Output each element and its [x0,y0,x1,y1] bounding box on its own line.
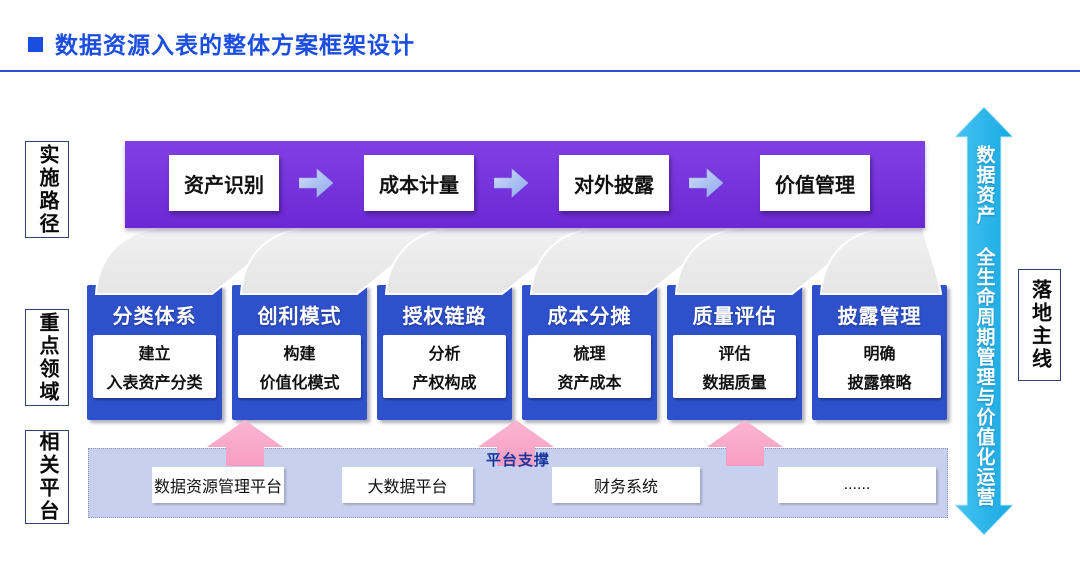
platform-item-data-resource-mgmt: 数据资源管理平台 [152,467,284,503]
key-area-detail: 梳理 资产成本 [528,335,651,398]
right-arrow-icon [299,168,333,198]
up-arrow-icon [207,420,283,466]
step-value-management: 价值管理 [760,155,870,211]
key-area-detail: 建立 入表资产分类 [93,335,216,398]
key-area-title: 分类体系 [112,306,197,328]
step-cost-measurement: 成本计量 [364,155,474,211]
key-area-line1: 构建 [283,346,316,363]
row-label-implementation-path: 实施路径 [25,141,69,238]
row-label-text: 相关平台 [36,431,58,523]
key-area-card-classification: 分类体系 建立 入表资产分类 [87,285,222,420]
right-arrow-icon [689,168,723,198]
title-divider [0,70,1080,72]
key-area-line1: 评估 [718,346,751,363]
key-area-card-cost-allocation: 成本分摊 梳理 资产成本 [522,285,657,420]
key-area-card-quality-assessment: 质量评估 评估 数据质量 [667,285,802,420]
key-area-card-authorization-chain: 授权链路 分析 产权构成 [377,285,512,420]
key-area-card-profit-model: 创利模式 构建 价值化模式 [232,285,367,420]
platform-item-big-data: 大数据平台 [342,467,473,503]
key-area-title: 披露管理 [837,306,922,328]
key-area-title: 质量评估 [692,306,777,328]
key-area-line2: 产权构成 [412,375,477,392]
lifecycle-double-arrow [955,107,1013,535]
step-external-disclosure: 对外披露 [559,155,669,211]
key-area-line2: 入表资产分类 [106,375,203,392]
key-area-line2: 数据质量 [702,375,767,392]
page-title: 数据资源入表的整体方案框架设计 [55,32,415,58]
row-label-key-areas: 重点领域 [25,309,69,406]
step-asset-identification: 资产识别 [169,155,279,211]
key-area-line1: 梳理 [573,346,606,363]
key-area-line2: 价值化模式 [259,375,340,392]
key-area-detail: 构建 价值化模式 [238,335,361,398]
key-area-line1: 明确 [863,346,896,363]
up-arrow-icon [707,420,783,466]
key-area-line2: 披露策略 [847,375,912,392]
key-area-detail: 分析 产权构成 [383,335,506,398]
row-label-text: 重点领域 [36,311,58,404]
key-area-line1: 分析 [428,346,461,363]
key-area-line1: 建立 [138,346,171,363]
key-area-line2: 资产成本 [557,375,622,392]
right-arrow-icon [494,168,528,198]
up-arrow-icon [478,420,554,466]
key-area-title: 创利模式 [257,306,342,328]
platform-item-finance-system: 财务系统 [552,467,700,503]
platform-support-label: 平台支撑 [485,452,550,469]
key-area-detail: 评估 数据质量 [673,335,796,398]
row-label-text: 落地主线 [1028,279,1051,371]
key-area-detail: 明确 披露策略 [818,335,941,398]
title-bullet-icon [28,37,43,52]
row-label-mainline: 落地主线 [1018,269,1061,381]
row-label-platforms: 相关平台 [25,430,69,524]
row-label-text: 实施路径 [36,143,58,236]
key-area-title: 授权链路 [402,306,487,328]
lifecycle-arrow-text-wrap: 数据资产 全生命周期管理与价值化运营 [955,145,1013,515]
key-area-title: 成本分摊 [547,306,632,328]
platform-item-ellipsis: ...... [778,467,936,503]
key-area-card-disclosure-management: 披露管理 明确 披露策略 [812,285,947,420]
lifecycle-arrow-text: 数据资产 全生命周期管理与价值化运营 [973,145,995,507]
